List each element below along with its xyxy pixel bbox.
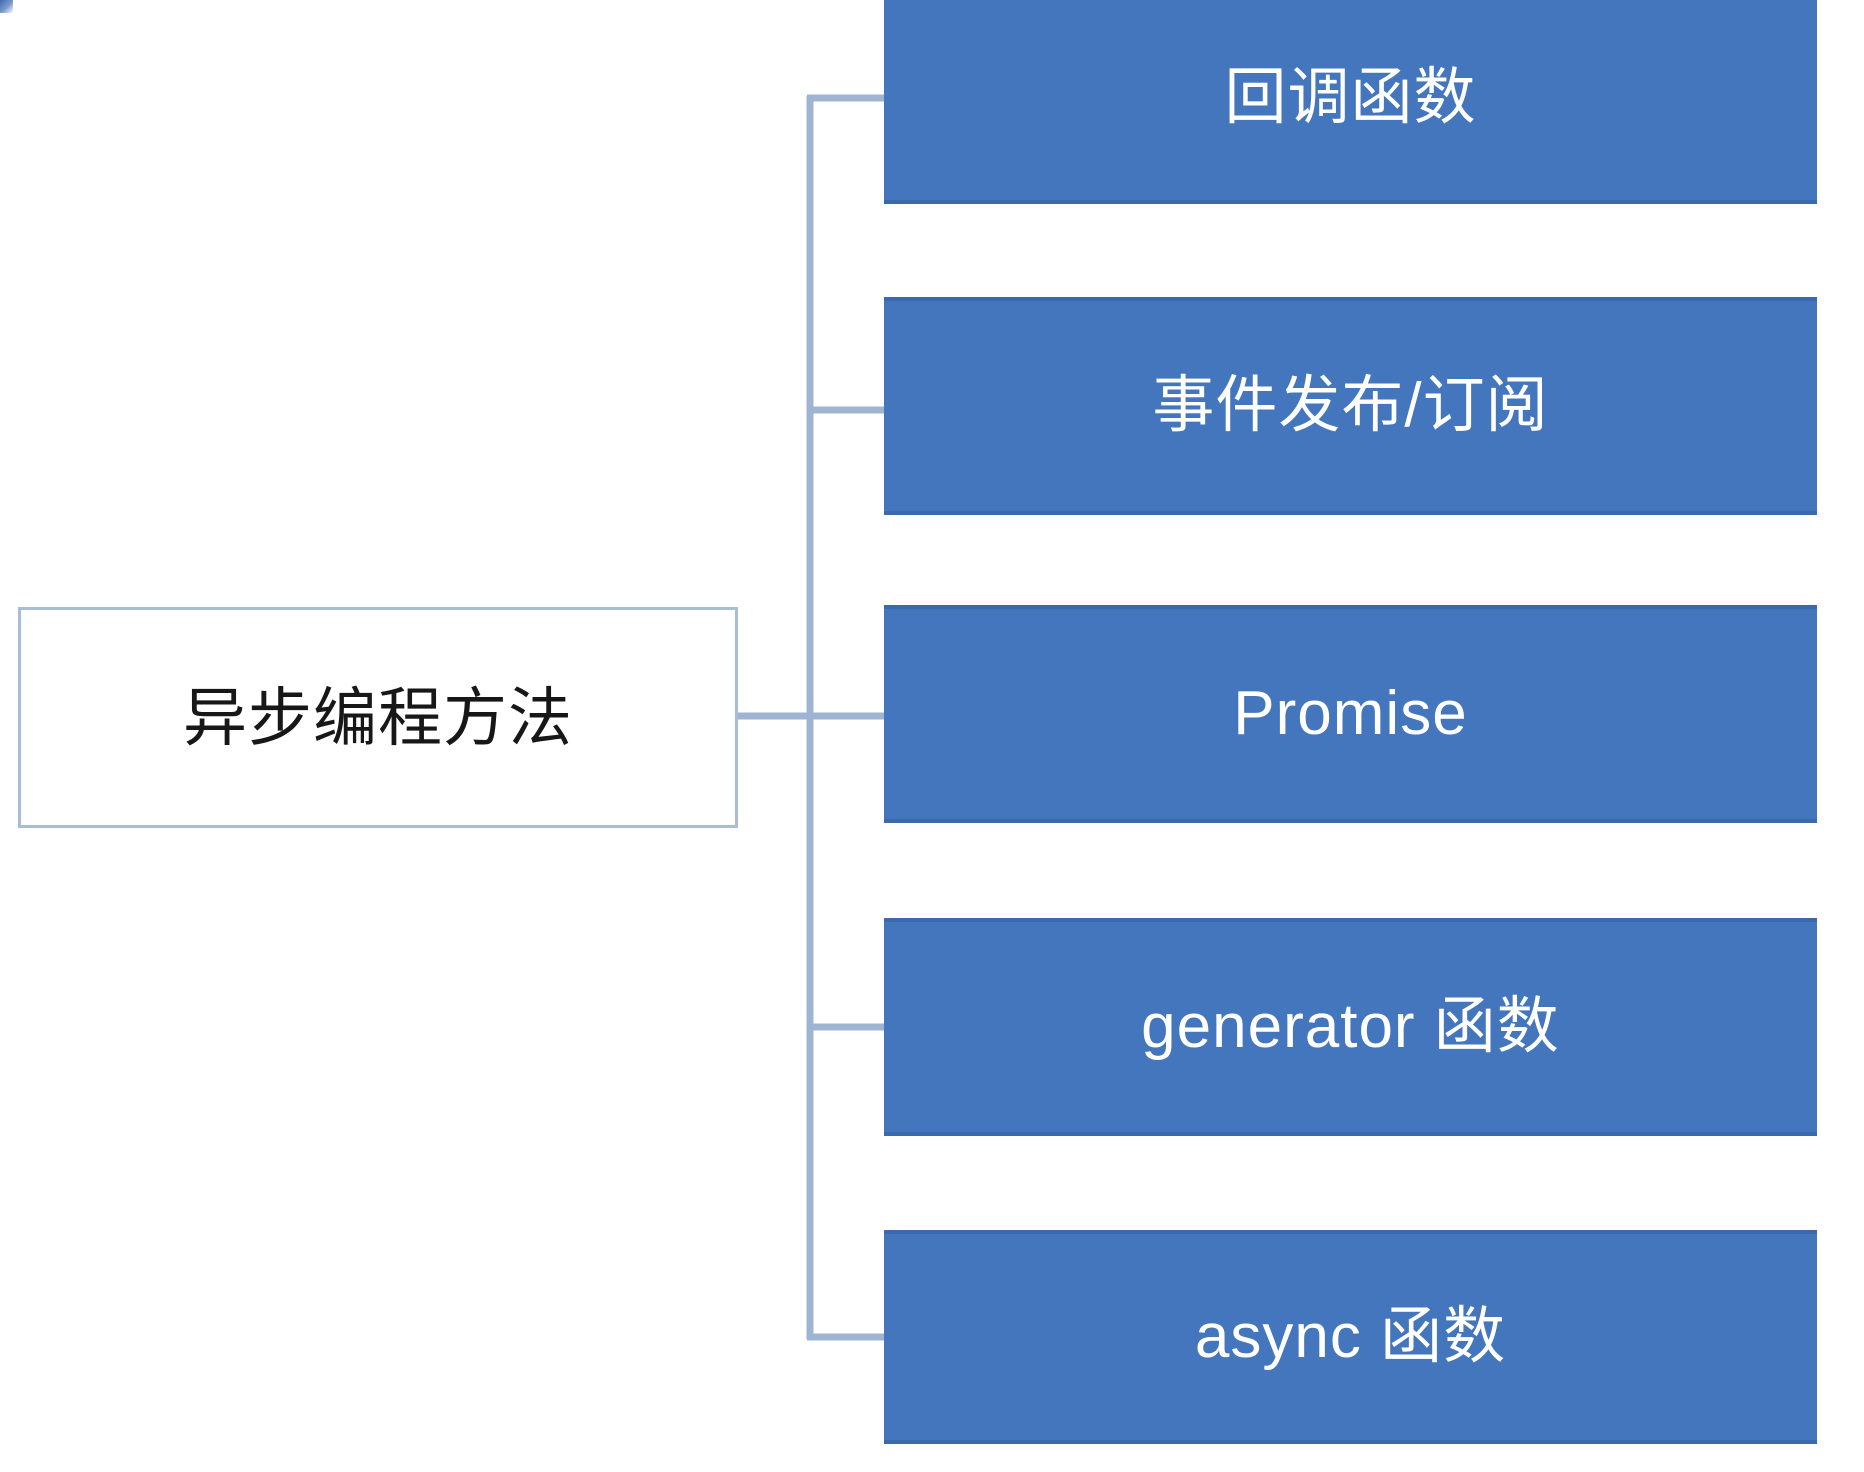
leaf-node-async[interactable]: async 函数: [884, 1230, 1817, 1444]
leaf-node-event-pubsub[interactable]: 事件发布/订阅: [884, 297, 1817, 515]
leaf-node-label: Promise: [1233, 679, 1468, 748]
corner-speck-artifact: [0, 0, 13, 13]
leaf-node-promise[interactable]: Promise: [884, 605, 1817, 823]
leaf-node-label: async 函数: [1194, 1302, 1507, 1371]
leaf-node-callback[interactable]: 回调函数: [884, 0, 1817, 204]
leaf-node-label: generator 函数: [1141, 992, 1560, 1061]
root-node[interactable]: 异步编程方法: [18, 607, 738, 828]
leaf-node-label: 回调函数: [1224, 63, 1477, 132]
leaf-node-generator[interactable]: generator 函数: [884, 918, 1817, 1136]
leaf-node-label: 事件发布/订阅: [1152, 371, 1549, 440]
root-node-label: 异步编程方法: [183, 681, 573, 754]
